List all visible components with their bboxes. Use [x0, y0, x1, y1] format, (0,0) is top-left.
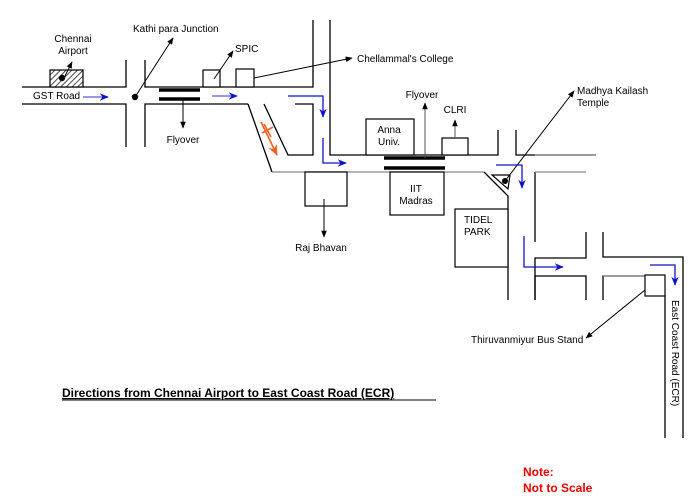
gst-road-label: GST Road	[33, 91, 80, 102]
raj-bhavan-label: Raj Bhavan	[295, 243, 347, 254]
route-arrow	[523, 236, 564, 271]
spic-label: SPIC	[235, 44, 258, 55]
iit-madras-label: Madras	[399, 196, 432, 207]
route-arrow	[650, 264, 679, 286]
cross-road-edge	[144, 103, 248, 147]
flyover1-label: Flyover	[167, 135, 200, 146]
roads	[22, 20, 684, 438]
chellammal-label: Chellammal's College	[357, 54, 454, 65]
scale-note: Note:	[523, 465, 554, 479]
ecr-road-label: East Coast Road (ECR)	[669, 300, 680, 406]
spic-building	[202, 69, 221, 88]
route-arrow	[496, 164, 526, 189]
cross-road-edge	[144, 20, 314, 88]
bus-stand-label: Thiruvanmiyur Bus Stand	[471, 335, 583, 346]
madhya-kailash-label: Madhya Kailash	[577, 86, 648, 97]
slip-road-edge	[247, 103, 273, 173]
tidel-park-label: TIDEL	[464, 215, 493, 226]
airport-marker	[58, 74, 66, 82]
lower-road-edge	[602, 232, 684, 438]
kathipara-pointer	[134, 37, 174, 98]
clri-building	[441, 137, 469, 156]
tidel-park-label: PARK	[464, 227, 491, 238]
route-arrow	[288, 95, 327, 118]
junction-road-edge	[534, 232, 587, 300]
spic-pointer	[213, 50, 234, 80]
gst-road-edge	[22, 103, 127, 147]
raj-bhavan-building	[304, 171, 348, 207]
chellammal-building	[235, 68, 255, 88]
iit-madras-building	[389, 171, 445, 216]
route-arrow	[322, 138, 347, 167]
lower-road-edge	[602, 275, 645, 300]
blocked-route-cross	[263, 123, 272, 138]
flyover2-label: Flyover	[406, 90, 439, 101]
blocked-route-arrow	[260, 121, 278, 157]
slip-road-edge	[263, 103, 314, 156]
anna-univ-label: Univ.	[378, 137, 400, 148]
airport-pointer	[63, 61, 73, 79]
madhya-kailash-pointer	[504, 90, 575, 182]
kathipara-label: Kathi para Junction	[133, 24, 219, 35]
bus-stand-building	[644, 274, 666, 297]
scale-note: Not to Scale	[523, 481, 593, 495]
madhya-kailash-label: Temple	[577, 98, 610, 109]
map-title: Directions from Chennai Airport to East …	[62, 386, 394, 400]
iit-madras-label: IIT	[410, 184, 422, 195]
bus-stand-pointer	[585, 289, 646, 339]
anna-univ-building	[365, 118, 415, 156]
anna-univ-label: Anna	[377, 125, 401, 136]
chellammal-pointer	[253, 56, 353, 79]
airport-building	[49, 69, 84, 88]
clri-label: CLRI	[444, 105, 467, 116]
airport-label: Chennai	[54, 34, 91, 45]
lower-road-edge	[534, 275, 587, 300]
airport-label: Airport	[58, 46, 88, 57]
tidel-park-building	[454, 208, 509, 268]
